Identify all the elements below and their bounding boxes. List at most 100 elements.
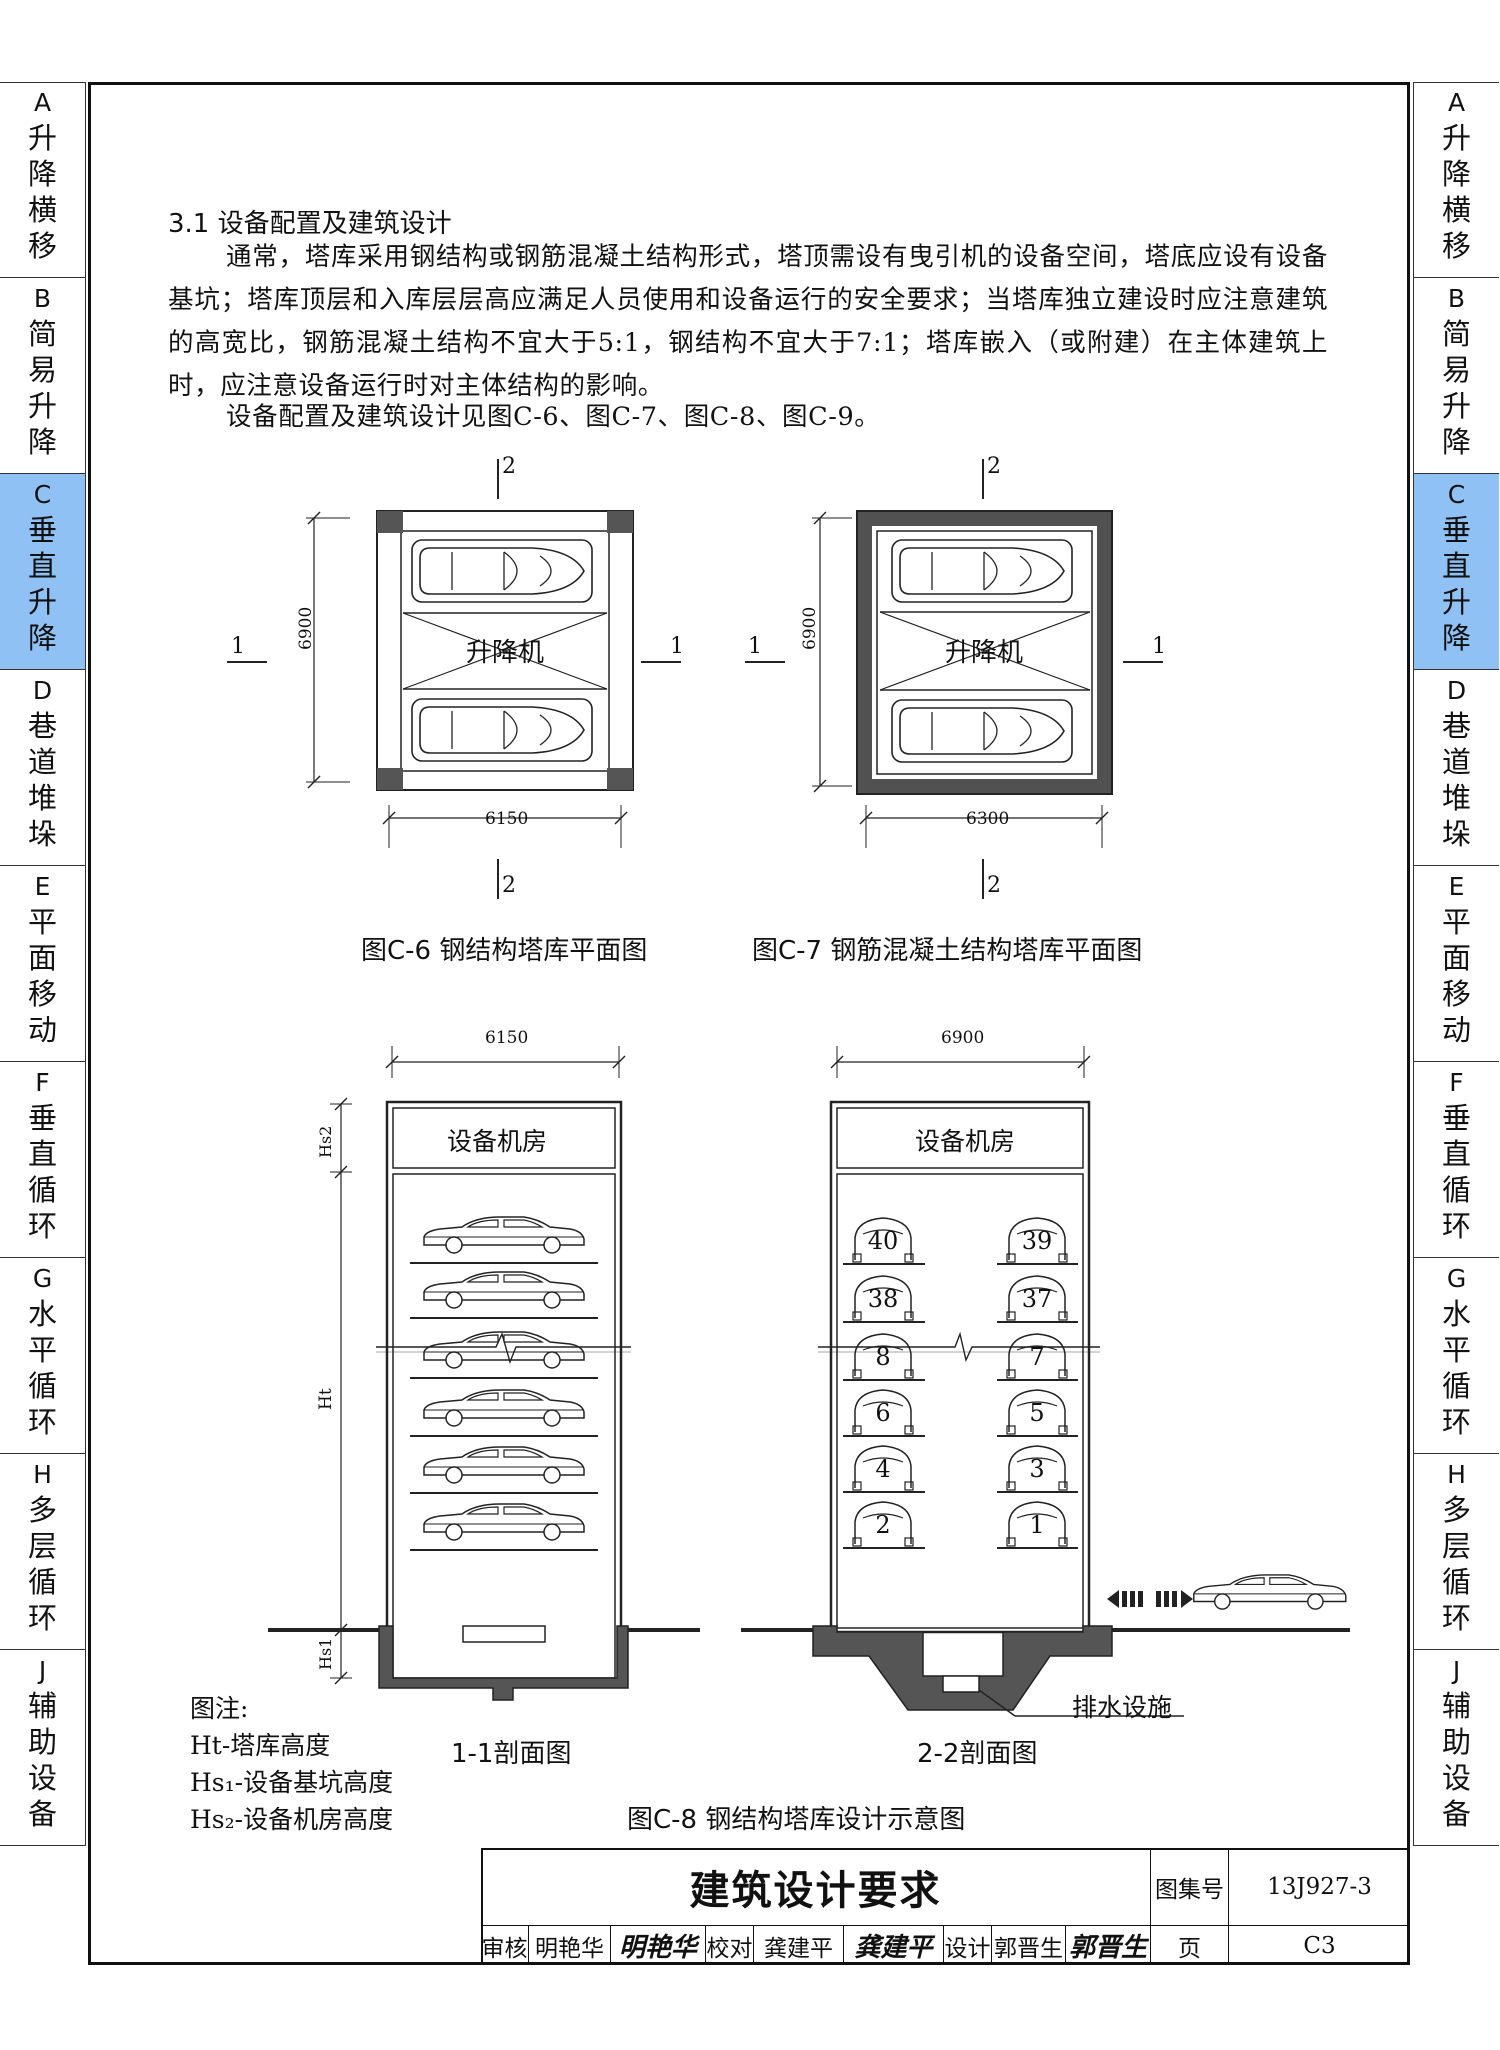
side-tab-char: 层 xyxy=(1441,1529,1471,1563)
plan-c7-section-1-right: 1 xyxy=(1152,634,1166,659)
plan-c7-caption: 图C-7 钢筋混凝土结构塔库平面图 xyxy=(752,936,1143,966)
check-name: 龚建平 xyxy=(764,1935,833,1962)
side-tab-code: G xyxy=(32,1264,53,1293)
side-tab-code: F xyxy=(1449,1068,1464,1097)
side-tab-char: 备 xyxy=(1441,1797,1471,1831)
side-tab-char: 移 xyxy=(27,229,57,263)
side-tab-char: 道 xyxy=(27,745,57,779)
side-tab-char: 降 xyxy=(27,621,57,655)
side-tab-char: 简 xyxy=(1441,317,1471,351)
side-tab-char: 循 xyxy=(27,1173,57,1207)
side-tab-char: 垂 xyxy=(1441,513,1471,547)
plan-c6-caption: 图C-6 钢结构塔库平面图 xyxy=(361,936,648,966)
side-tab-char: 升 xyxy=(1441,121,1471,155)
plan-c6-dim-width: 6150 xyxy=(485,809,529,829)
side-tab-char: 辅 xyxy=(27,1689,57,1723)
side-tab-char: 易 xyxy=(1441,353,1471,387)
side-tab-char: 动 xyxy=(1441,1013,1471,1047)
design-name: 郭晋生 xyxy=(994,1935,1063,1962)
section-11-dim-ht: Ht xyxy=(316,1388,336,1410)
legend-notes: 图注: Ht-塔库高度 Hs₁-设备基坑高度 Hs₂-设备机房高度 xyxy=(190,1690,393,1838)
slot-number: 3 xyxy=(1029,1455,1045,1483)
plan-c7 xyxy=(745,459,1163,899)
side-tab-char: 降 xyxy=(1441,425,1471,459)
side-tab-char: 堆 xyxy=(27,781,57,815)
design-signature: 郭晋生 xyxy=(1068,1933,1147,1963)
side-tab-code: H xyxy=(33,1460,52,1489)
side-tab-char: 垂 xyxy=(1441,1101,1471,1135)
side-tab-code: G xyxy=(1446,1264,1467,1293)
side-tab-char: 横 xyxy=(27,193,57,227)
side-tab-char: 直 xyxy=(27,549,57,583)
side-tab-code: E xyxy=(34,872,51,901)
check-signature: 龚建平 xyxy=(854,1933,933,1963)
side-tab-char: 道 xyxy=(1441,745,1471,779)
plan-c7-dim-width: 6300 xyxy=(966,809,1010,829)
legend-title: 图注: xyxy=(190,1694,249,1723)
side-tab-char: 升 xyxy=(27,389,57,423)
side-tab-char: 升 xyxy=(27,121,57,155)
side-tab-char: 面 xyxy=(1441,941,1471,975)
section-11-caption: 1-1剖面图 xyxy=(451,1739,572,1769)
side-tab-char: 环 xyxy=(1441,1405,1471,1439)
side-tab-char: 循 xyxy=(27,1369,57,1403)
side-tab-char: 移 xyxy=(1441,977,1471,1011)
side-tab-char: 循 xyxy=(1441,1369,1471,1403)
side-tab-char: 层 xyxy=(27,1529,57,1563)
slot-number: 40 xyxy=(867,1227,899,1255)
section-11-room-label: 设备机房 xyxy=(447,1127,548,1156)
side-tab-char: 升 xyxy=(27,585,57,619)
side-tab-char: 平 xyxy=(1441,905,1471,939)
side-tab-code: C xyxy=(33,480,52,509)
side-tab-char: 助 xyxy=(1441,1725,1471,1759)
slot-number: 1 xyxy=(1029,1511,1045,1539)
review-name: 明艳华 xyxy=(535,1935,604,1962)
section-heading: 3.1 设备配置及建筑设计 xyxy=(168,209,452,239)
plan-c7-lift-label: 升降机 xyxy=(945,638,1024,668)
side-tab-char: 直 xyxy=(1441,1137,1471,1171)
plan-c7-section-2-top: 2 xyxy=(987,454,1001,479)
side-tab-char: 垛 xyxy=(1441,817,1471,851)
side-tab-code: A xyxy=(33,88,52,117)
side-tab-char: 环 xyxy=(1441,1601,1471,1635)
side-tab-char: 移 xyxy=(27,977,57,1011)
side-tab-char: 平 xyxy=(1441,1333,1471,1367)
title-block: 建筑设计要求 图集号 13J927-3 审核 明艳华 明艳华 校对 龚建平 龚建… xyxy=(481,1848,1410,1965)
side-tab-code: J xyxy=(1452,1656,1461,1685)
side-tab-char: 移 xyxy=(1441,229,1471,263)
slot-number: 6 xyxy=(875,1399,891,1427)
side-tab-char: 降 xyxy=(27,425,57,459)
review-label: 审核 xyxy=(481,1935,528,1962)
slot-number: 4 xyxy=(875,1455,891,1483)
plan-c6-section-2-top: 2 xyxy=(502,454,516,479)
side-tab-code: H xyxy=(1447,1460,1466,1489)
side-tab-char: 直 xyxy=(1441,549,1471,583)
side-tab-code: D xyxy=(1446,676,1467,705)
side-tab-code: B xyxy=(1447,284,1466,313)
side-tab-char: 简 xyxy=(27,317,57,351)
side-tab-char: 循 xyxy=(1441,1173,1471,1207)
section-paragraph-1: 通常，塔库采用钢结构或钢筋混凝土结构形式，塔顶需设有曳引机的设备空间，塔底应设有… xyxy=(168,242,1328,401)
plan-c6-dim-height: 6900 xyxy=(296,606,316,650)
section-22-dim-width: 6900 xyxy=(941,1028,985,1048)
side-tab-char: 降 xyxy=(27,157,57,191)
